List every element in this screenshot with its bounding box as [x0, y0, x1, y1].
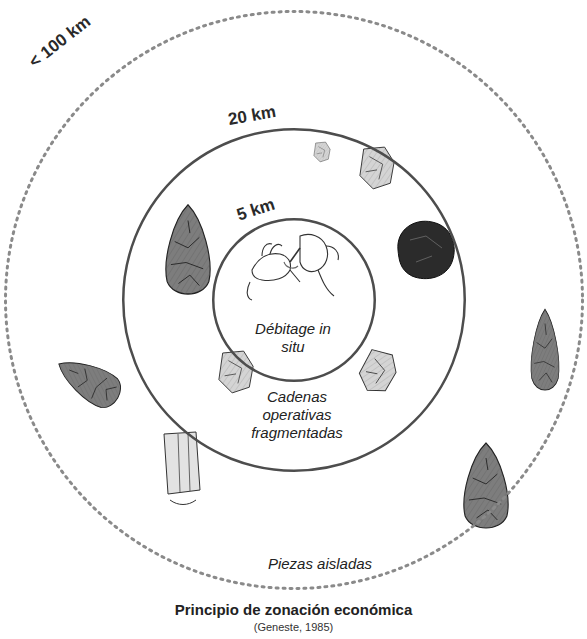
zone-label: Débitage in situ [251, 320, 335, 356]
blade [164, 432, 200, 505]
distance-label: < 100 km [23, 10, 97, 74]
distance-label: 20 km [224, 101, 281, 130]
knapping-hands [247, 234, 338, 300]
flake-small [314, 142, 330, 162]
diagram-title: Principio de zonación económica [0, 601, 587, 618]
flake [355, 347, 401, 398]
zone-circle: 20 kmCadenas operativas fragmentadas5 km… [122, 128, 466, 472]
zone-label: Piezas aisladas [240, 555, 400, 573]
handaxe [464, 443, 508, 528]
core-dark [398, 221, 454, 278]
flake [360, 147, 394, 189]
handaxe [531, 309, 559, 390]
handaxe [166, 205, 210, 294]
handaxe [50, 349, 126, 413]
source-caption: (Geneste, 1985) [0, 621, 587, 633]
zone-circle: 5 kmDébitage in situ [212, 218, 376, 382]
zone-label: Cadenas operativas fragmentadas [242, 388, 352, 442]
zone-circle: < 100 kmPiezas aisladas20 kmCadenas oper… [4, 10, 584, 590]
circle-outline [212, 218, 376, 382]
circle-outline [4, 10, 584, 590]
